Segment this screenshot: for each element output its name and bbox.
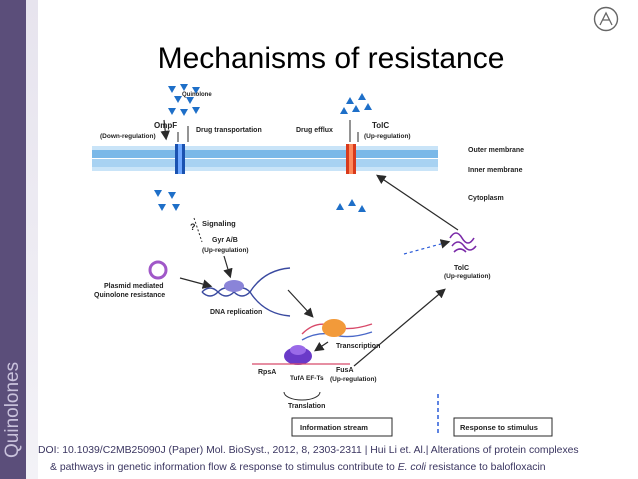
question-mark: ?: [190, 222, 196, 232]
caption-species: E. coli: [397, 462, 426, 473]
plasmid-icon: [148, 260, 168, 280]
tolc-right-regulation: (Up-regulation): [444, 273, 491, 280]
ompf-label: OmpF: [154, 121, 177, 130]
quinolone-molecules-icon: [168, 84, 200, 116]
rpsa-label: RpsA: [258, 369, 276, 376]
sidebar-label: Quinolones: [0, 362, 23, 460]
caption-line-2-end: resistance to balofloxacin: [425, 462, 546, 473]
gyrase-enzyme-icon: [224, 280, 244, 292]
ribosome-icon: [252, 345, 350, 365]
tolc-top-regulation: (Up-regulation): [364, 133, 411, 140]
drug-efflux-label: Drug efflux: [296, 127, 333, 134]
tolc-top-label: TolC: [372, 121, 389, 130]
inner-membrane-label: Inner membrane: [468, 167, 523, 174]
dna-replication-label: DNA replication: [210, 309, 262, 316]
efflux-internal-icon: [336, 199, 366, 212]
sidebar-band: [0, 0, 26, 479]
logo-icon: [593, 6, 619, 32]
translation-cycle: [283, 391, 321, 401]
citation-caption: DOI: 10.1039/C2MB25090J (Paper) Mol. Bio…: [38, 442, 638, 476]
tolc-right-label: TolC: [454, 265, 469, 272]
tufa-label: TufA: [290, 375, 305, 382]
caption-line-2: & pathways in genetic information flow &…: [38, 459, 638, 476]
membrane: [92, 146, 438, 171]
sidebar-strip: [26, 0, 38, 479]
transcription-icon: [301, 319, 373, 341]
legend-information-stream: [291, 417, 393, 437]
plasmid-label-2: Quinolone resistance: [94, 292, 165, 299]
page-title: Mechanisms of resistance: [157, 42, 505, 75]
flow-arrows: [160, 119, 459, 367]
transcription-label: Transcription: [336, 343, 380, 350]
tolc-protein-icon: [449, 232, 477, 253]
caption-line-2-start: & pathways in genetic information flow &…: [50, 462, 398, 473]
fusa-regulation: (Up-regulation): [330, 376, 377, 383]
gyr-regulation: (Up-regulation): [202, 247, 249, 254]
plasmid-label-1: Plasmid mediated: [104, 283, 164, 290]
quinolone-label: Quinolone: [182, 92, 212, 98]
legend-response: [453, 417, 553, 437]
translation-label: Translation: [288, 403, 325, 410]
outer-membrane-label: Outer membrane: [468, 147, 524, 154]
drug-transport-label: Drug transportation: [196, 127, 262, 134]
efts-label: EF-Ts: [306, 375, 324, 382]
fusa-label: FusA: [336, 367, 354, 374]
ompf-regulation: (Down-regulation): [100, 133, 156, 140]
cytoplasm-label: Cytoplasm: [468, 195, 504, 202]
caption-line-1: DOI: 10.1039/C2MB25090J (Paper) Mol. Bio…: [38, 445, 579, 456]
legend-information-label: Information stream: [300, 423, 368, 432]
gyr-label: Gyr A/B: [212, 237, 238, 244]
efflux-molecules-icon: [340, 93, 372, 114]
legend-response-label: Response to stimulus: [460, 423, 538, 432]
resistance-diagram: Quinolone Outer membrane Inner membrane …: [92, 84, 553, 437]
internal-quinolone-icon: [154, 190, 180, 211]
signaling-label: Signaling: [202, 219, 236, 228]
